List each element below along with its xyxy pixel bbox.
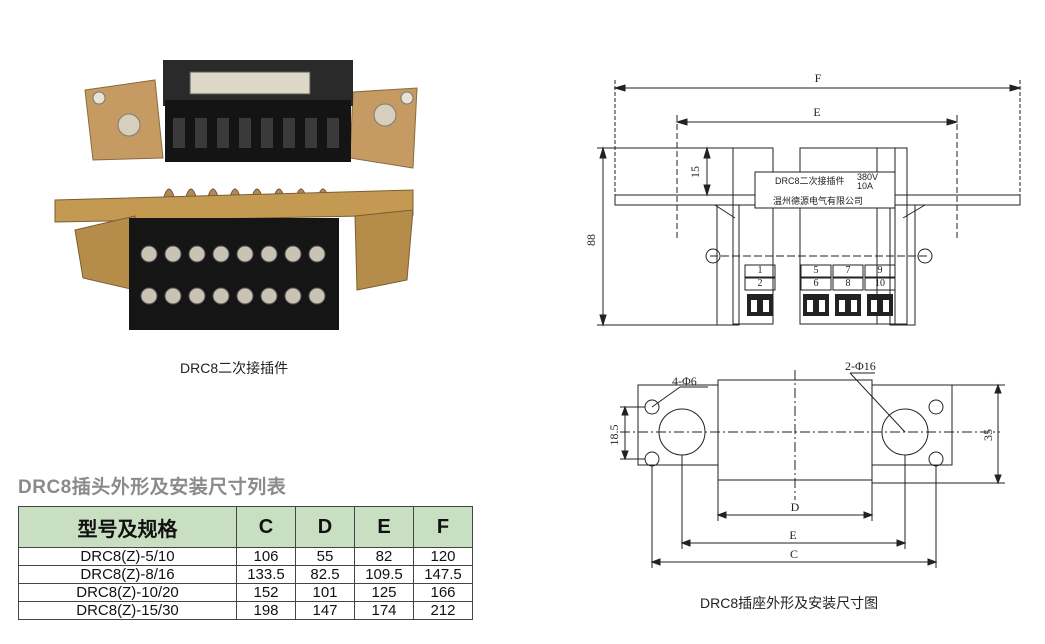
terminal-label: 5 <box>813 265 819 276</box>
dim-f-label: F <box>815 71 822 85</box>
terminal-label: 1 <box>757 265 763 276</box>
table-row: DRC8(Z)-15/30 198 147 174 212 <box>18 601 473 620</box>
cell-e: 174 <box>354 601 414 620</box>
plate-voltage: 380V <box>857 172 879 182</box>
cell-e: 109.5 <box>354 565 414 584</box>
terminal-label: 6 <box>813 278 819 289</box>
hole-large-label: 2-Φ16 <box>845 359 876 373</box>
dim-18-5-label: 18.5 <box>607 425 621 446</box>
header-d: D <box>295 506 355 548</box>
dim-d-label: D <box>791 500 800 514</box>
terminal-label: 2 <box>757 278 763 289</box>
cell-d: 101 <box>295 583 355 602</box>
spec-table: 型号及规格 C D E F DRC8(Z)-5/10 106 55 82 120… <box>18 506 473 620</box>
dim-88-label: 88 <box>585 234 598 246</box>
cell-model: DRC8(Z)-15/30 <box>18 601 237 620</box>
cell-f: 147.5 <box>413 565 473 584</box>
terminal-label: 9 <box>877 265 883 276</box>
table-title: DRC8插头外形及安装尺寸列表 <box>18 477 287 498</box>
cell-f: 212 <box>413 601 473 620</box>
top-view-drawing: 4-Φ6 2-Φ16 18.5 35 D E C <box>600 355 1020 575</box>
cell-e: 82 <box>354 547 414 566</box>
cell-model: DRC8(Z)-5/10 <box>18 547 237 566</box>
dim-e-label: E <box>789 528 796 542</box>
plate-title: DRC8二次接插件 <box>775 176 845 186</box>
plate-current: 10A <box>857 181 874 191</box>
plate-company: 温州德源电气有限公司 <box>773 196 864 206</box>
cell-model: DRC8(Z)-8/16 <box>18 565 237 584</box>
cell-f: 166 <box>413 583 473 602</box>
cell-c: 106 <box>236 547 296 566</box>
table-header-row: 型号及规格 C D E F <box>18 506 473 548</box>
terminal-label: 10 <box>875 278 885 289</box>
cell-c: 152 <box>236 583 296 602</box>
table-row: DRC8(Z)-10/20 152 101 125 166 <box>18 583 473 602</box>
dim-e-label: E <box>813 105 820 119</box>
front-view-drawing: F E 88 15 <box>584 60 1040 340</box>
cell-model: DRC8(Z)-10/20 <box>18 583 237 602</box>
table-row: DRC8(Z)-8/16 133.5 82.5 109.5 147.5 <box>18 565 473 584</box>
header-e: E <box>354 506 414 548</box>
header-model: 型号及规格 <box>18 506 237 548</box>
cell-f: 120 <box>413 547 473 566</box>
drawing-caption: DRC8插座外形及安装尺寸图 <box>700 595 879 611</box>
cell-e: 125 <box>354 583 414 602</box>
table-row: DRC8(Z)-5/10 106 55 82 120 <box>18 547 473 566</box>
product-photo <box>45 40 435 340</box>
cell-c: 198 <box>236 601 296 620</box>
dim-35-label: 35 <box>981 429 995 441</box>
header-c: C <box>236 506 296 548</box>
dim-15-label: 15 <box>688 166 702 178</box>
dim-c-label: C <box>790 547 798 561</box>
cell-d: 55 <box>295 547 355 566</box>
cell-d: 82.5 <box>295 565 355 584</box>
cell-d: 147 <box>295 601 355 620</box>
photo-caption: DRC8二次接插件 <box>180 360 289 376</box>
terminal-label: 8 <box>845 278 851 289</box>
terminal-label: 7 <box>845 265 851 276</box>
hole-small-label: 4-Φ6 <box>672 374 697 388</box>
header-f: F <box>413 506 473 548</box>
cell-c: 133.5 <box>236 565 296 584</box>
